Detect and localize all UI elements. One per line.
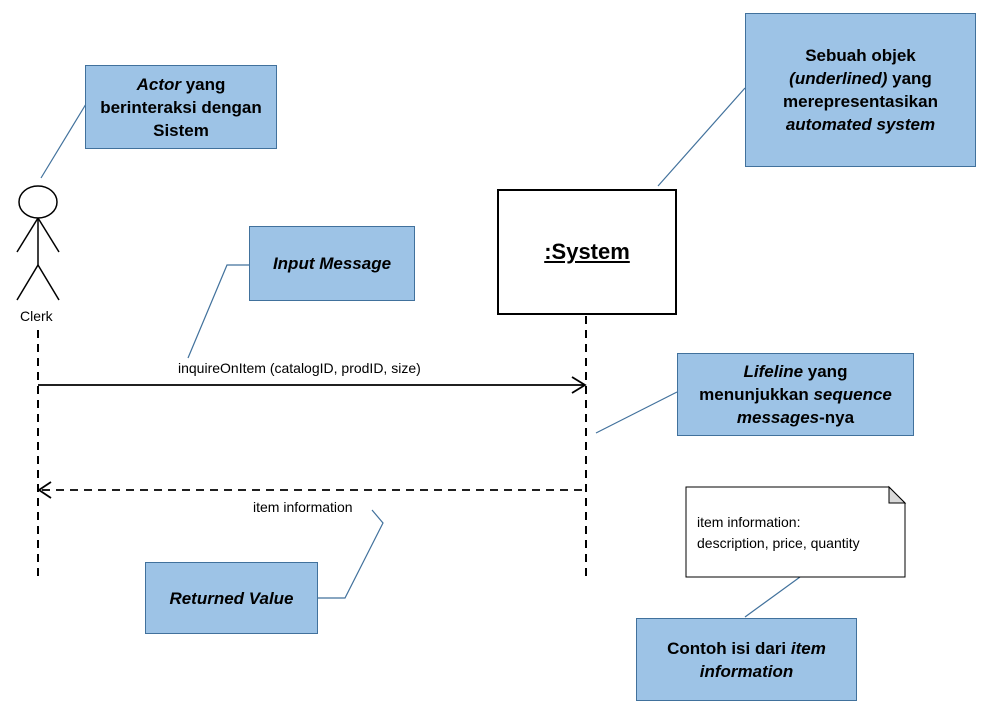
example-callout: Contoh isi dari item information xyxy=(636,618,857,701)
example-callout-text-1: Contoh isi dari xyxy=(667,638,791,658)
object-callout: Sebuah objek (underlined) yang mereprese… xyxy=(745,13,976,167)
actor-callout-text-1: yang xyxy=(181,74,226,94)
actor-callout-text-2: berinteraksi dengan xyxy=(100,97,262,117)
lifeline-callout: Lifeline yang menunjukkan sequence messa… xyxy=(677,353,914,436)
example-callout-connector xyxy=(744,576,801,618)
lifeline-callout-term-3: messages xyxy=(736,408,820,427)
note-line-1: item information: xyxy=(697,514,801,530)
return-message-arrow xyxy=(37,481,586,499)
actor-stick-figure xyxy=(16,185,60,301)
returned-value-callout-connector xyxy=(318,509,384,599)
lifeline-callout-text-2: menunjukkan xyxy=(699,385,814,404)
call-message-label: inquireOnItem (catalogID, prodID, size) xyxy=(178,360,421,376)
example-callout-text-2: information xyxy=(699,661,794,681)
actor-callout-term: Actor xyxy=(136,74,181,94)
returned-value-callout-text: Returned Value xyxy=(169,588,294,608)
actor-callout: Actor yang berinteraksi dengan Sistem xyxy=(85,65,277,149)
lifeline-callout-text-1: yang xyxy=(803,362,848,381)
object-callout-text-1: Sebuah objek xyxy=(805,46,916,65)
note-line-2: description, price, quantity xyxy=(697,535,860,551)
system-object-box: :System xyxy=(497,189,677,315)
actor-callout-connector xyxy=(40,103,87,179)
note-text: item information: description, price, qu… xyxy=(697,512,860,554)
input-message-callout-connector xyxy=(187,264,249,359)
object-callout-text-2: yang xyxy=(887,69,932,88)
call-message-arrow xyxy=(38,376,587,394)
input-message-callout-text: Input Message xyxy=(272,254,392,273)
input-message-callout: Input Message xyxy=(249,226,415,301)
object-callout-text-3: merepresentasikan xyxy=(783,92,938,111)
actor-name-label: Clerk xyxy=(20,308,53,324)
note-shape xyxy=(685,485,907,578)
system-object-label: :System xyxy=(544,239,630,264)
object-callout-term: (underlined) xyxy=(789,69,888,88)
actor-callout-text-3: Sistem xyxy=(153,120,209,140)
lifeline-callout-term-2: sequence xyxy=(813,385,892,404)
return-message-label: item information xyxy=(253,499,353,515)
example-callout-term: item xyxy=(790,638,826,658)
lifeline-callout-term: Lifeline xyxy=(743,362,804,381)
object-callout-text-4: automated system xyxy=(785,115,936,134)
lifeline-callout-connector xyxy=(595,391,678,434)
returned-value-callout: Returned Value xyxy=(145,562,318,634)
object-callout-connector xyxy=(657,87,746,187)
lifeline-callout-text-3: -nya xyxy=(819,408,855,427)
